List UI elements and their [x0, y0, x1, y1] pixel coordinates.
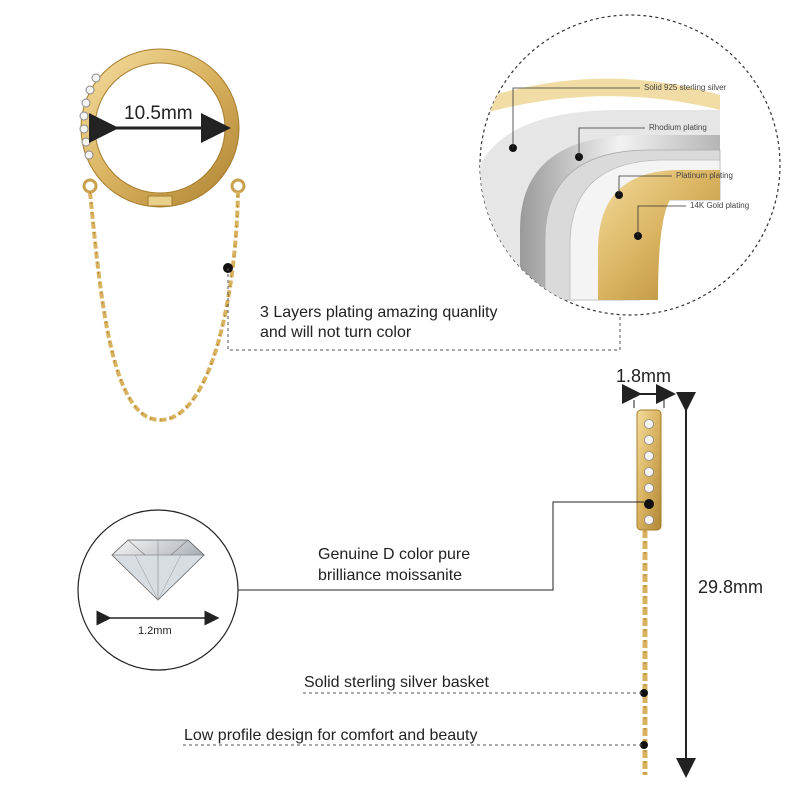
- stone-caption-line2: brilliance moissanite: [318, 567, 463, 584]
- stone-caption-line1: Genuine D color pure: [318, 546, 471, 563]
- feature-basket: Solid sterling silver basket: [304, 674, 489, 691]
- pave-stones: [79, 73, 101, 160]
- side-height-label: 29.8mm: [698, 577, 764, 597]
- hoop-diameter-label: 10.5mm: [124, 103, 193, 124]
- plating-layer-1: Solid 925 sterling silver: [644, 83, 727, 92]
- hoop-earring: [79, 48, 621, 423]
- plating-caption-line1: 3 Layers plating amazing quanlity: [260, 304, 498, 321]
- side-width-label: 1.8mm: [616, 366, 672, 386]
- stone-size-label: 1.2mm: [138, 625, 172, 637]
- plating-zoom: [479, 14, 781, 316]
- plating-caption-line2: and will not turn color: [260, 324, 412, 341]
- side-view-earring: [183, 384, 696, 778]
- plating-layer-3: Platinum plating: [676, 171, 733, 180]
- plating-layer-4: 14K Gold plating: [690, 201, 750, 210]
- feature-profile: Low profile design for comfort and beaut…: [184, 727, 478, 744]
- stone-detail: [77, 501, 644, 671]
- plating-layer-2: Rhodium plating: [649, 123, 707, 132]
